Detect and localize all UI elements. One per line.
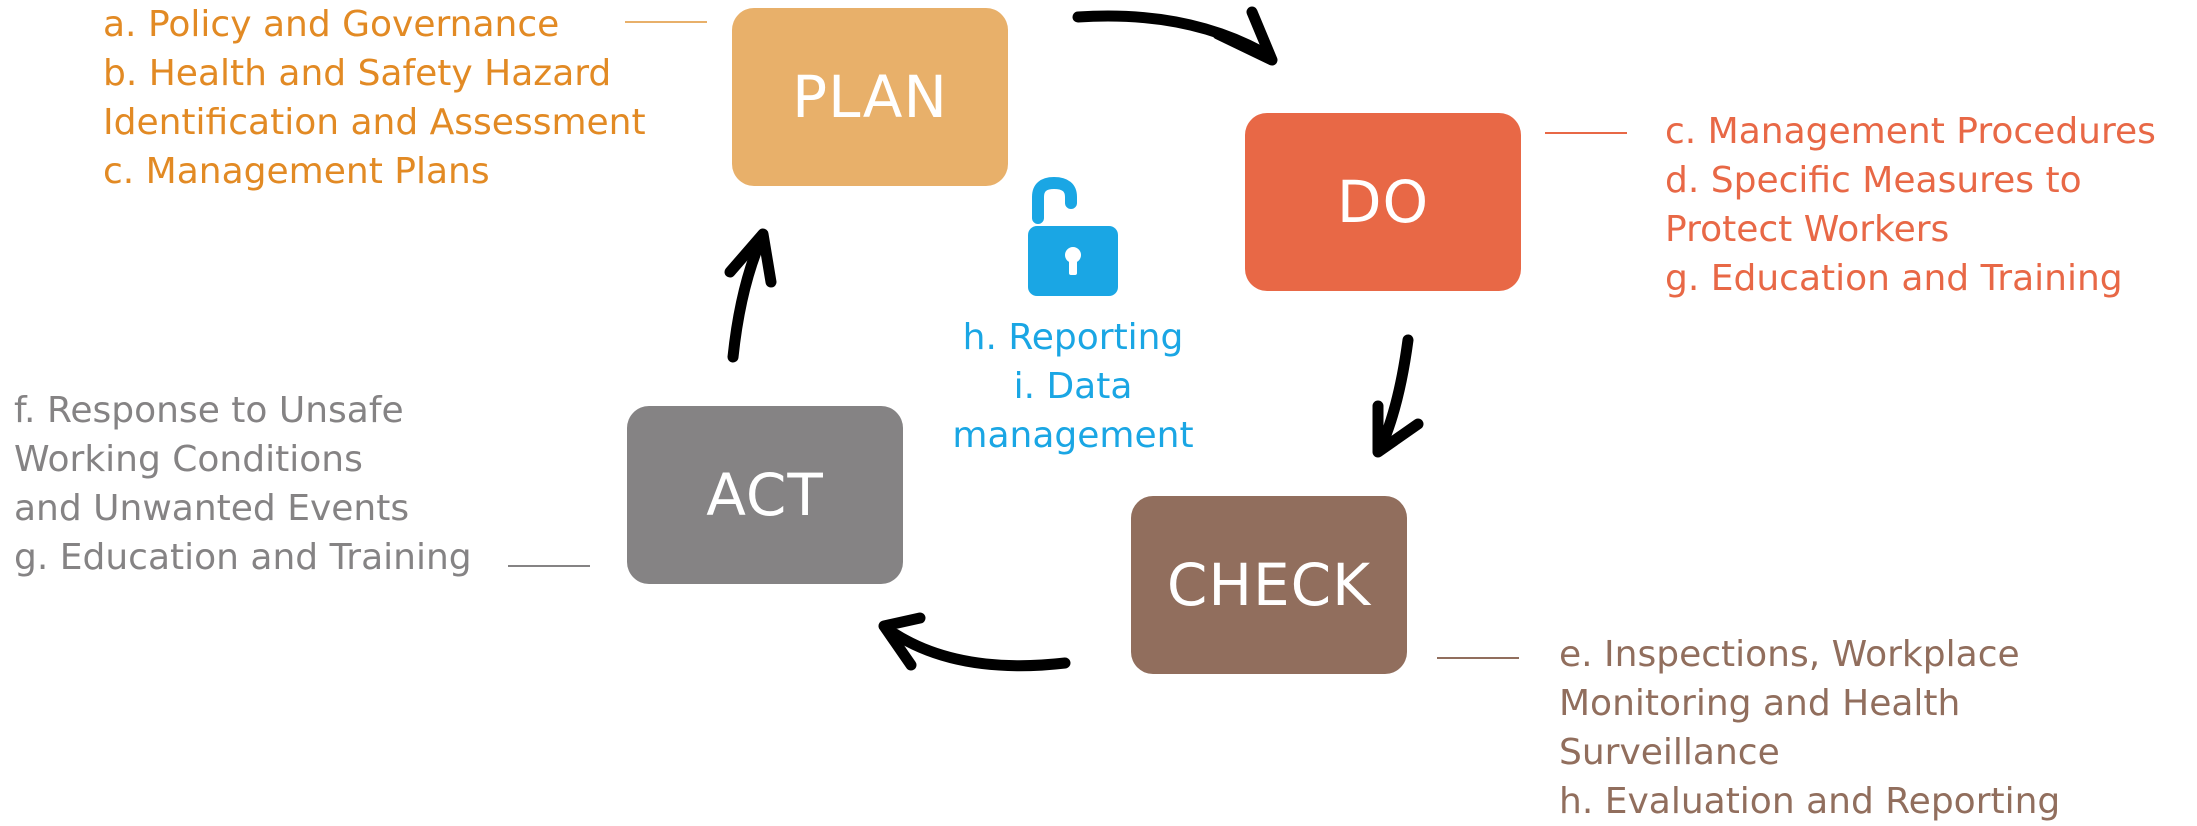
plan-box: PLAN <box>732 8 1008 186</box>
check-note-line: e. Inspections, Workplace <box>1559 634 2020 675</box>
arrow-act-to-plan-icon <box>724 228 777 363</box>
plan-notes: a. Policy and Governance b. Health and S… <box>103 0 646 196</box>
check-notes: e. Inspections, Workplace Monitoring and… <box>1559 630 2060 826</box>
plan-note-line: c. Management Plans <box>103 151 490 192</box>
unlocked-padlock-icon <box>1028 176 1118 296</box>
act-notes: f. Response to Unsafe Working Conditions… <box>14 386 472 582</box>
check-box: CHECK <box>1131 496 1407 674</box>
center-note-line: i. Data <box>1013 366 1133 407</box>
do-notes: c. Management Procedures d. Specific Mea… <box>1665 107 2156 303</box>
do-label: DO <box>1336 168 1430 236</box>
center-note-line: h. Reporting <box>962 317 1184 358</box>
act-note-line: g. Education and Training <box>14 537 472 578</box>
act-label: ACT <box>706 461 824 529</box>
plan-note-line: Identification and Assessment <box>103 102 646 143</box>
act-note-line: and Unwanted Events <box>14 488 410 529</box>
do-note-line: d. Specific Measures to <box>1665 160 2082 201</box>
check-label: CHECK <box>1166 551 1372 619</box>
arrow-check-to-act-icon <box>878 612 1071 672</box>
arrow-plan-to-do-icon <box>1072 6 1278 66</box>
act-box: ACT <box>627 406 903 584</box>
arrow-do-to-check-icon <box>1372 334 1424 458</box>
do-note-line: g. Education and Training <box>1665 258 2123 299</box>
act-note-line: Working Conditions <box>14 439 363 480</box>
plan-label: PLAN <box>792 63 948 131</box>
check-note-line: Surveillance <box>1559 732 1780 773</box>
check-note-line: h. Evaluation and Reporting <box>1559 781 2061 822</box>
plan-note-line: a. Policy and Governance <box>103 4 560 45</box>
do-note-line: Protect Workers <box>1665 209 1950 250</box>
center-notes: h. Reporting i. Data management <box>923 313 1223 460</box>
do-note-line: c. Management Procedures <box>1665 111 2156 152</box>
do-box: DO <box>1245 113 1521 291</box>
check-note-line: Monitoring and Health <box>1559 683 1961 724</box>
center-note-line: management <box>952 415 1194 456</box>
act-note-line: f. Response to Unsafe <box>14 390 404 431</box>
plan-note-line: b. Health and Safety Hazard <box>103 53 612 94</box>
